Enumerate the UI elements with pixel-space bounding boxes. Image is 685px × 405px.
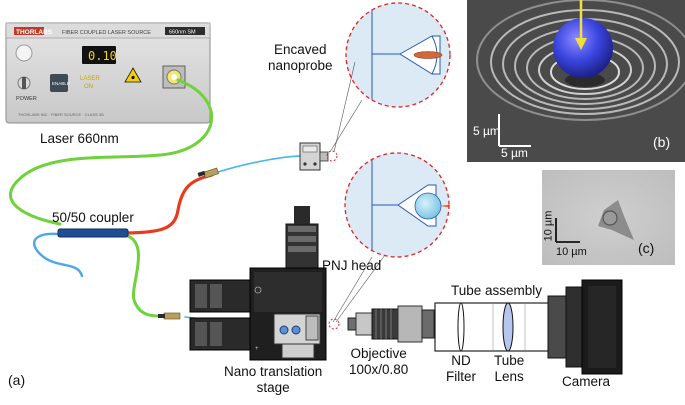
label-tube-assembly: Tube assembly (451, 283, 543, 298)
tube-assembly (434, 302, 551, 352)
laser-source: THORLABS FIBER COUPLED LASER SOURCE 660n… (5, 22, 211, 124)
zoom-marker-upper (326, 150, 338, 162)
enable-button[interactable] (50, 74, 68, 92)
zoom-encaved-nanoprobe (329, 2, 451, 153)
thorlabs-logo (14, 27, 44, 35)
svg-text:+: + (255, 346, 259, 352)
label-pnj-head: PNJ head (322, 258, 382, 273)
laser-warning-icon (124, 67, 142, 83)
laser-caption: Laser 660nm (40, 131, 119, 146)
power-label: POWER (16, 96, 37, 102)
objective-lens (347, 305, 435, 343)
fiber-coupler (57, 228, 129, 238)
label-nd-filter: ND Filter (446, 353, 476, 384)
panel-c-optical-image: 10 µm 10 µm (c) (542, 170, 675, 265)
panel-c-scale-horizontal: 10 µm (556, 246, 587, 258)
label-objective: Objective 100x/0.80 (349, 346, 409, 377)
svg-text:ON: ON (84, 84, 93, 90)
panel-b-scale-horizontal: 5 µm (501, 146, 528, 160)
laser-brand: THORLABS (16, 29, 53, 36)
panel-b-tag: (b) (653, 134, 671, 150)
camera (547, 279, 623, 375)
probe-holder (299, 142, 329, 171)
zoom-pnj-head (332, 152, 450, 323)
panel-c-scale-vertical: 10 µm (542, 210, 555, 242)
enable-label: ENABLE (52, 81, 70, 86)
zoom-marker-lower (328, 318, 340, 330)
power-display (82, 46, 116, 64)
label-encaved-nanoprobe: Encaved nanoprobe (268, 42, 333, 73)
illumination-arrow-icon (575, 38, 587, 50)
label-coupler: 50/50 coupler (52, 210, 134, 225)
display-value: 0.10 (88, 49, 117, 63)
nd-filter (457, 302, 465, 352)
laser-model-title: FIBER COUPLED LASER SOURCE (62, 30, 151, 36)
label-tube-lens: Tube Lens (494, 353, 525, 384)
panel-b-scale-vertical: 5 µm (473, 124, 500, 138)
nano-translation-stage: + (189, 206, 327, 361)
svg-text:THORLABS INC · FIBER SOURCE ·: THORLABS INC · FIBER SOURCE · CLASS 3B (18, 112, 104, 117)
fiber-connector-lower (158, 312, 181, 320)
laser-wavelength-tag: 660nm SM (169, 30, 196, 36)
microsphere (553, 18, 613, 78)
label-nano-stage: Nano translation stage (224, 364, 323, 395)
panel-b-sem-image: 5 µm 5 µm (b) (467, 0, 685, 162)
fiber-connector-upper (197, 167, 219, 179)
tube-lens (502, 302, 514, 352)
panel-a-tag: (a) (8, 372, 26, 388)
dial-knob[interactable] (15, 44, 33, 62)
panel-c-tag: (c) (638, 240, 655, 256)
svg-text:LASER: LASER (80, 76, 100, 82)
label-camera: Camera (562, 374, 611, 389)
